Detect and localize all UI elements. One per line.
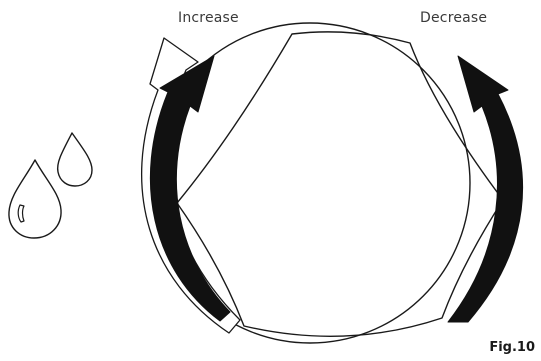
water-drop-small — [58, 133, 92, 186]
water-drop-icon — [9, 133, 92, 238]
water-drop-large — [9, 160, 61, 238]
figure-caption: Fig.10 — [489, 341, 535, 354]
increase-label: Increase — [178, 11, 239, 25]
decrease-label: Decrease — [420, 11, 487, 25]
